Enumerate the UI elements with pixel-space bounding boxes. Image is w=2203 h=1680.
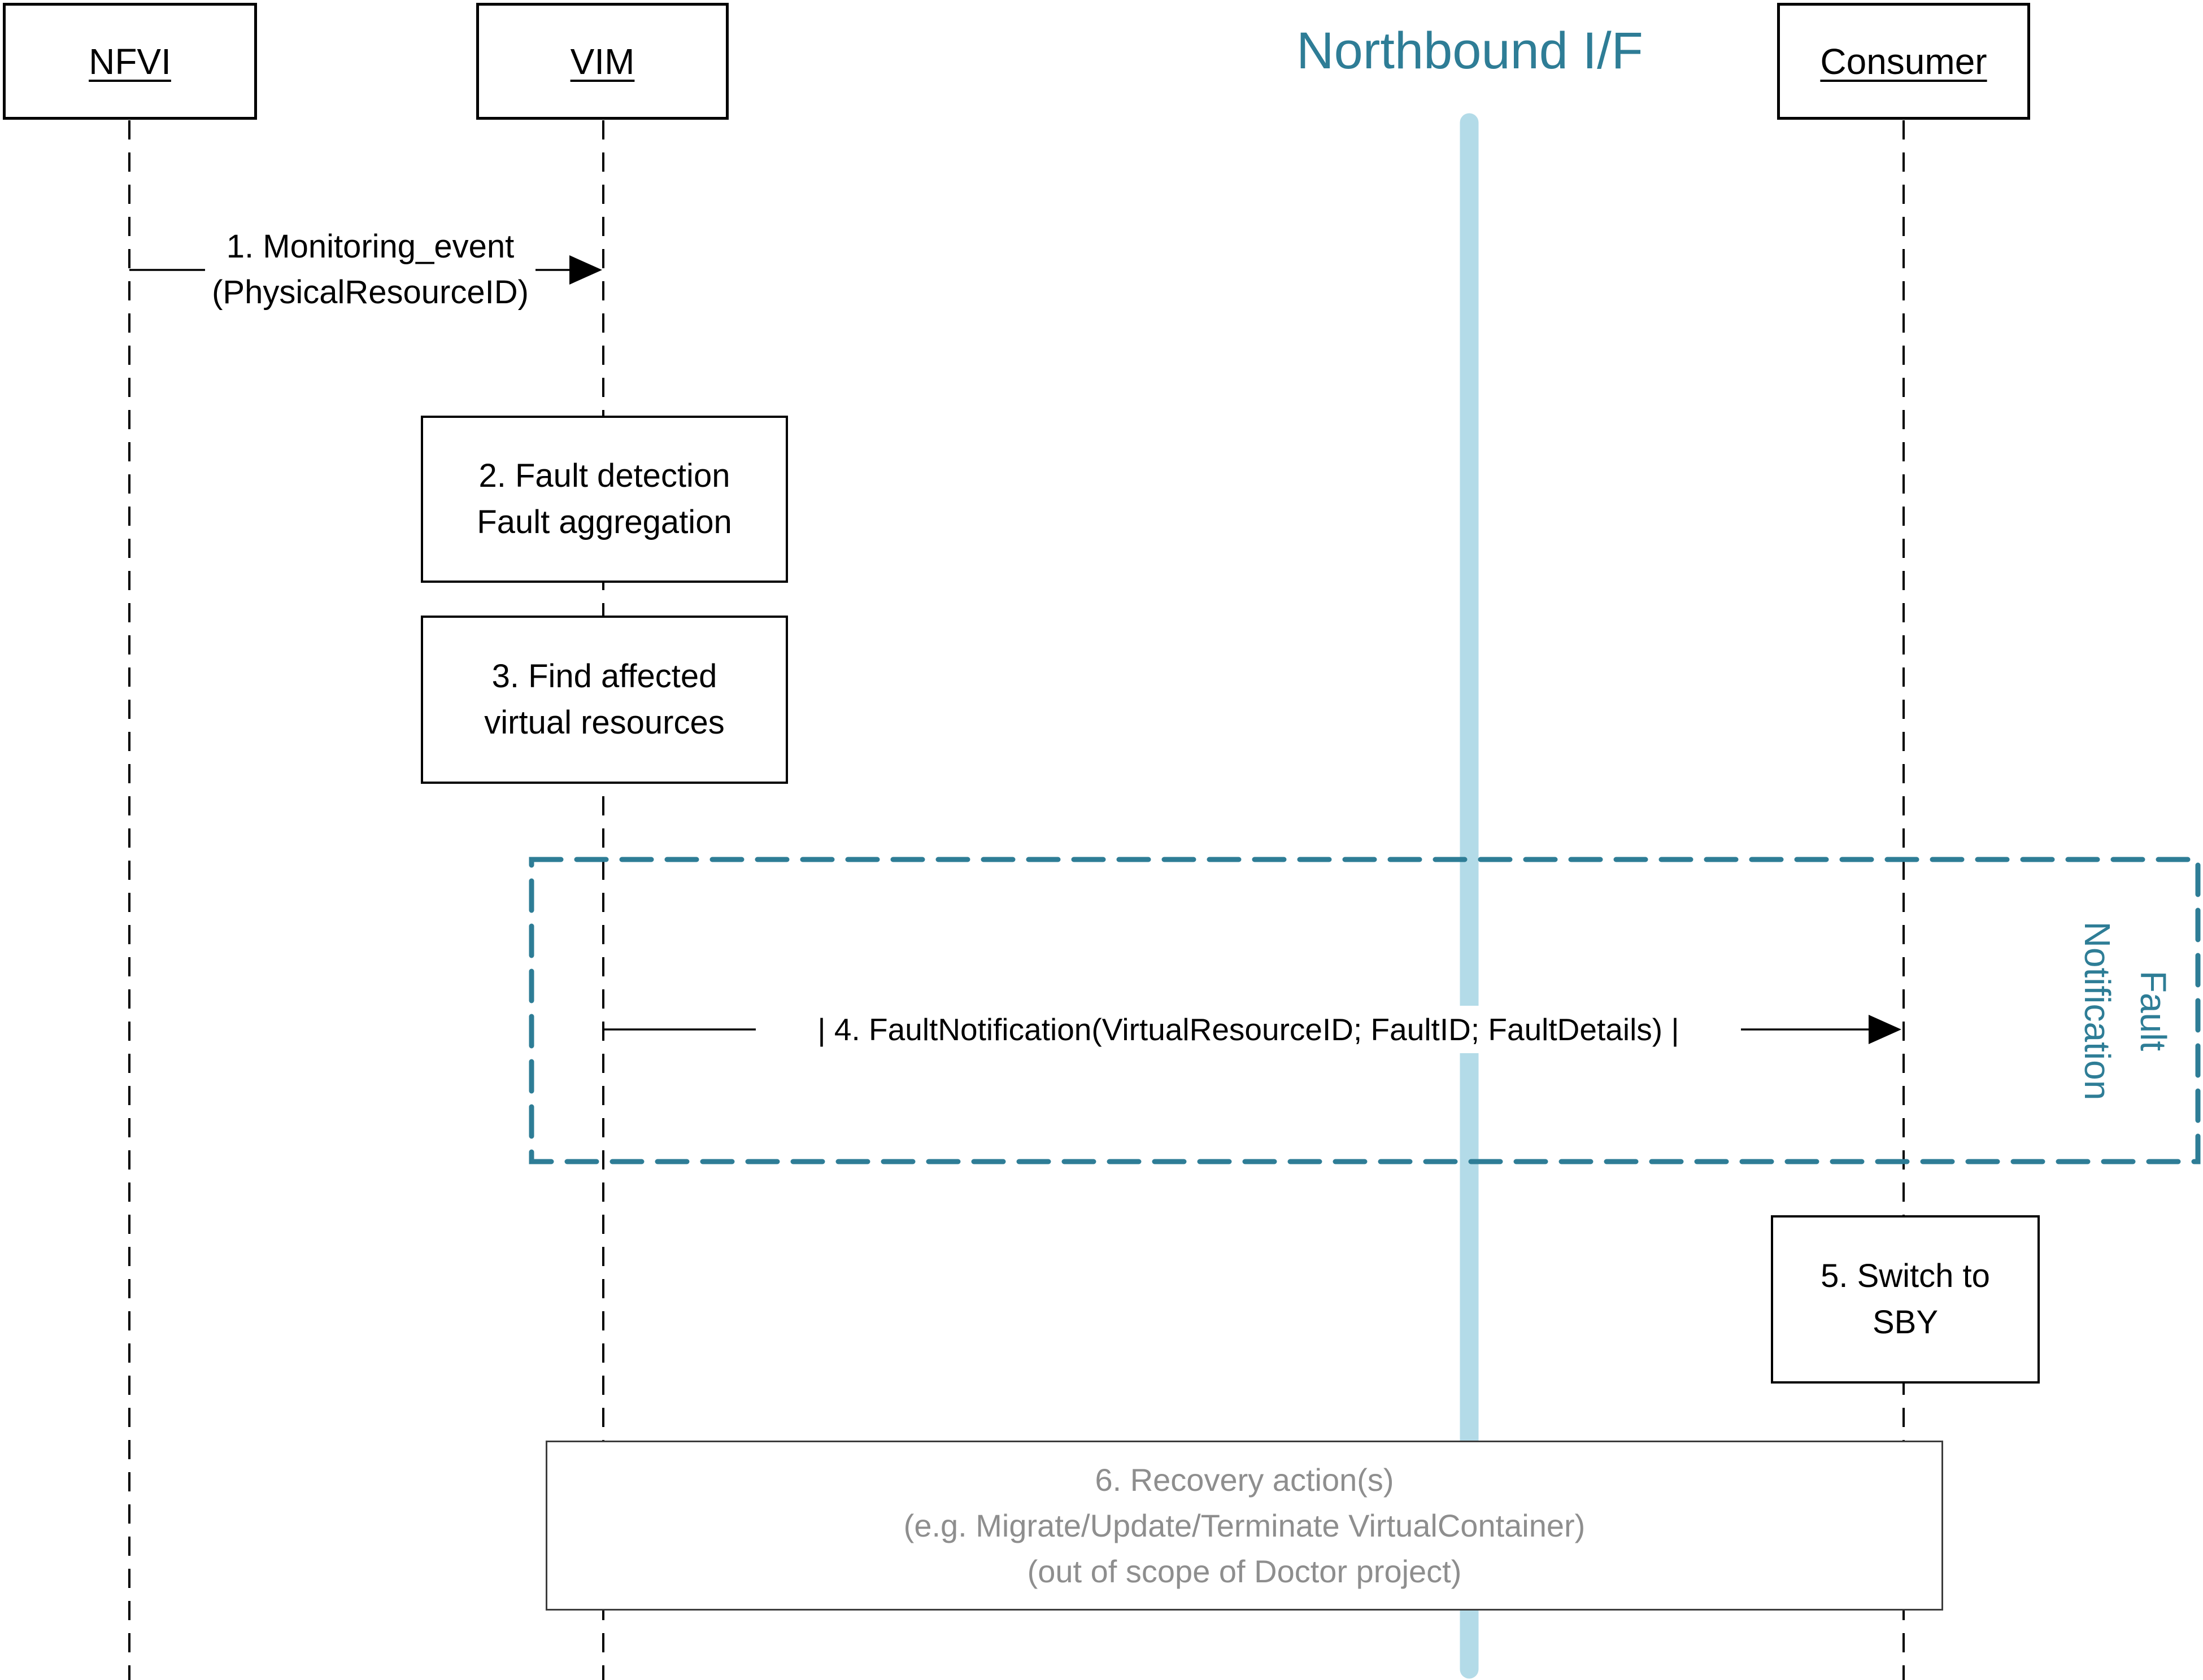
activity-box-switch-to-sby: 5. Switch to SBY bbox=[1771, 1215, 2040, 1384]
monitoring-event-line1: 1. Monitoring_event bbox=[226, 228, 515, 265]
frame-label-line2: Notification bbox=[2077, 921, 2118, 1101]
activity-box-find-affected-resources: 3. Find affected virtual resources bbox=[421, 616, 788, 784]
recovery-actions-line2: (e.g. Migrate/Update/Terminate VirtualCo… bbox=[903, 1507, 1586, 1543]
monitoring-event-message-label: 1. Monitoring_event (PhysicalResourceID) bbox=[205, 224, 535, 316]
recovery-actions-line3: (out of scope of Doctor project) bbox=[1027, 1554, 1462, 1590]
actor-label-consumer: Consumer bbox=[1820, 41, 1987, 82]
monitoring-event-arrowhead bbox=[569, 255, 602, 285]
fault-notification-frame-label: Fault Notification bbox=[2077, 875, 2174, 1146]
recovery-actions-line1: 6. Recovery action(s) bbox=[1095, 1461, 1394, 1498]
actor-box-nfvi: NFVI bbox=[3, 3, 257, 120]
activity-box-fault-detection: 2. Fault detection Fault aggregation bbox=[421, 416, 788, 583]
actor-box-vim: VIM bbox=[476, 3, 729, 120]
frame-label-line1: Fault bbox=[2133, 970, 2174, 1051]
fault-notification-message-label: | 4. FaultNotification(VirtualResourceID… bbox=[756, 1006, 1741, 1053]
actor-box-consumer: Consumer bbox=[1777, 3, 2030, 120]
actor-label-nfvi: NFVI bbox=[89, 41, 171, 82]
fault-detection-line1: 2. Fault detection bbox=[478, 457, 730, 494]
fault-notification-frame bbox=[529, 857, 2201, 1164]
switch-to-sby-line2: SBY bbox=[1872, 1304, 1939, 1341]
northbound-interface-title: Northbound I/F bbox=[1296, 22, 1643, 80]
actor-label-vim: VIM bbox=[570, 41, 635, 82]
find-affected-line2: virtual resources bbox=[484, 704, 725, 741]
fault-detection-line2: Fault aggregation bbox=[477, 504, 732, 540]
monitoring-event-line2: (PhysicalResourceID) bbox=[212, 274, 529, 311]
find-affected-line1: 3. Find affected bbox=[491, 657, 717, 695]
fault-notification-arrowhead bbox=[1869, 1015, 1901, 1044]
recovery-actions-box: 6. Recovery action(s) (e.g. Migrate/Upda… bbox=[546, 1441, 1943, 1611]
switch-to-sby-line1: 5. Switch to bbox=[1821, 1257, 1990, 1294]
